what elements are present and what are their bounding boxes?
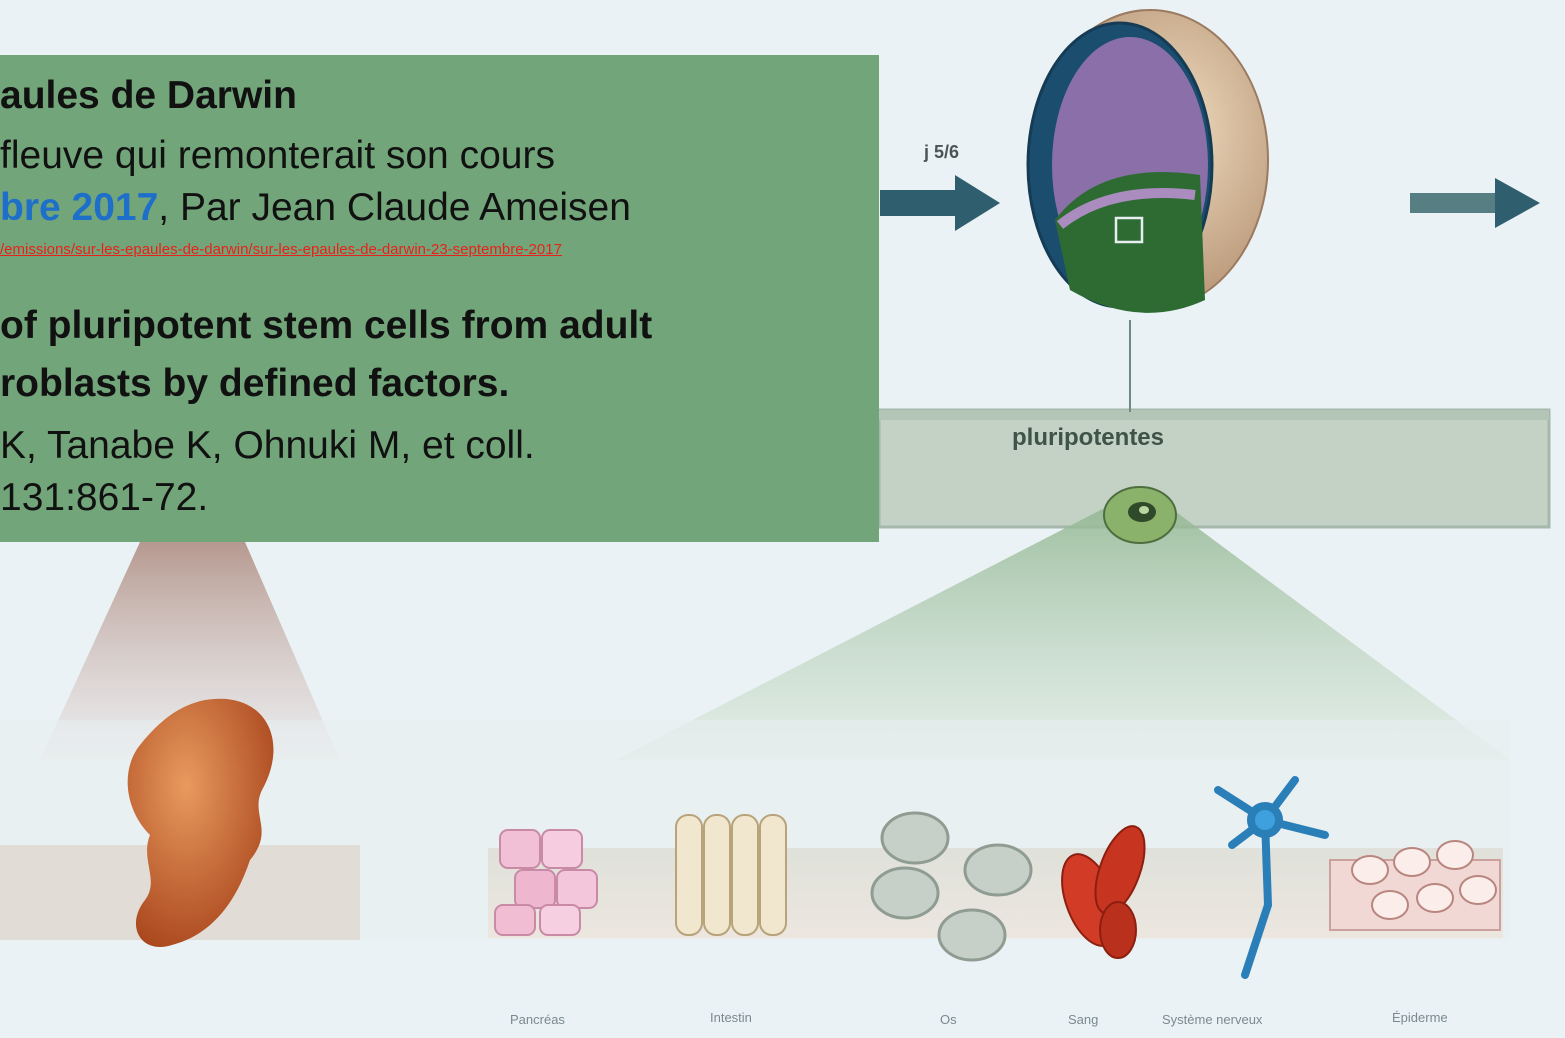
show-title: aules de Darwin [0, 73, 297, 119]
tissue-label-nervous-system: Système nerveux [1162, 1012, 1262, 1027]
tissue-label-bone: Os [940, 1012, 957, 1027]
tissue-intestine [676, 815, 786, 935]
episode-author: , Par Jean Claude Ameisen [158, 186, 631, 229]
paper-title-line1: of pluripotent stem cells from adult [0, 303, 652, 349]
paper-title-line2: roblasts by defined factors. [0, 361, 509, 407]
pluripotent-band [879, 410, 1549, 527]
day-label: j 5/6 [924, 142, 959, 163]
episode-title: fleuve qui remonterait son cours [0, 133, 555, 179]
paper-citation: 131:861-72. [0, 475, 208, 521]
blastocyst [1028, 10, 1268, 313]
pluripotent-label: pluripotentes [1012, 424, 1164, 452]
paper-authors: K, Tanabe K, Ohnuki M, et coll. [0, 423, 535, 469]
tissue-label-intestine: Intestin [710, 1010, 752, 1025]
tissue-label-blood: Sang [1068, 1012, 1098, 1027]
reference-panel: aules de Darwin fleuve qui remonterait s… [0, 55, 879, 542]
episode-byline: bre 2017, Par Jean Claude Ameisen [0, 185, 631, 231]
episode-url-link[interactable]: /emissions/sur-les-epaules-de-darwin/sur… [0, 241, 562, 258]
tissue-label-epidermis: Épiderme [1392, 1010, 1448, 1025]
pluripotent-cell [1104, 487, 1176, 543]
tissue-label-pancreas: Pancréas [510, 1012, 565, 1027]
episode-date-link[interactable]: bre 2017 [0, 186, 158, 229]
